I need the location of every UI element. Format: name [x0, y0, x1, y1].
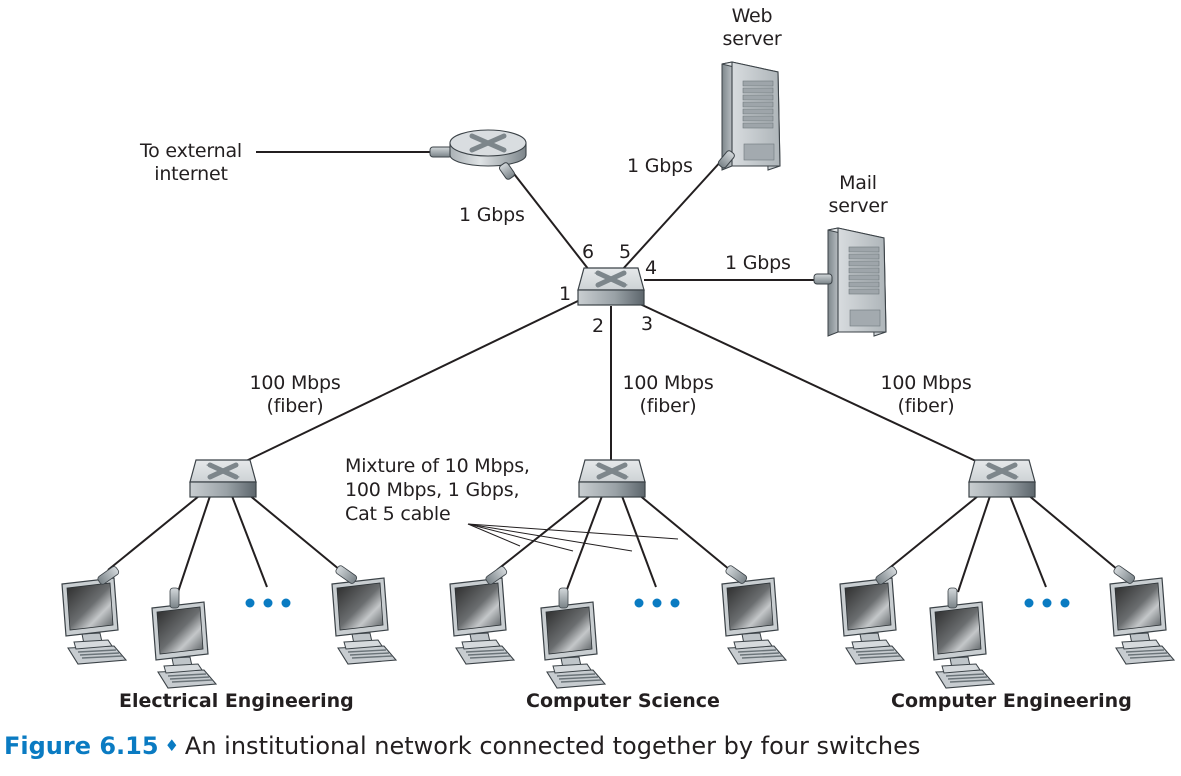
pc-icon [929, 587, 995, 689]
switch-icon-cs [579, 460, 645, 497]
pc-icon [839, 566, 905, 665]
switch-icon-ce [969, 460, 1035, 497]
uplink-speed: 100 Mbps [249, 372, 341, 394]
switch-icon-ee [190, 460, 256, 497]
uplink-speed: 100 Mbps [880, 372, 972, 394]
link-speed-router: 1 Gbps [459, 204, 525, 226]
link-host [957, 495, 991, 593]
links [107, 151, 1119, 593]
port-label-6: 6 [582, 241, 595, 263]
uplink-medium: (fiber) [266, 395, 324, 417]
uplink-speed: 100 Mbps [622, 372, 714, 394]
mail-server-icon [813, 227, 887, 337]
uplink-label-cs: 100 Mbps (fiber) [613, 372, 723, 418]
link-host [621, 495, 657, 588]
pc-icon [331, 565, 397, 665]
cable-note-line: Cat 5 cable [345, 503, 451, 525]
uplink-label-ee: 100 Mbps (fiber) [240, 372, 350, 418]
port-label-5: 5 [619, 241, 632, 263]
pc-icon [151, 587, 217, 689]
department-label-ce: Computer Engineering [891, 690, 1132, 712]
pc-icon [449, 566, 515, 665]
link-host [496, 495, 591, 571]
figure-caption-text: An institutional network connected toget… [184, 732, 921, 760]
mail-server-label: Mail server [828, 172, 888, 217]
leader-line [467, 523, 679, 540]
link-host [231, 495, 268, 588]
link-speed-mail-server: 1 Gbps [725, 252, 791, 274]
department-label-ee: Electrical Engineering [119, 690, 354, 712]
link-host [886, 495, 979, 571]
external-internet-label: To external internet [139, 140, 243, 185]
cable-note-line: Mixture of 10 Mbps, [345, 455, 530, 477]
link-host [177, 495, 211, 593]
link-web-server [621, 158, 724, 271]
pc-icon [540, 587, 606, 689]
link-uplink-ce [639, 303, 979, 463]
department-label-cs: Computer Science [526, 690, 720, 712]
leader-line [467, 523, 633, 552]
figure-caption: Figure 6.15 ♦ An institutional network con… [4, 731, 920, 761]
ellipsis-icon-ee [245, 598, 291, 608]
uplink-label-ce: 100 Mbps (fiber) [871, 372, 981, 418]
cable-note: Mixture of 10 Mbps, 100 Mbps, 1 Gbps, Ca… [345, 454, 530, 526]
pc-icon [1109, 565, 1175, 665]
cable-note-leaders [467, 523, 679, 552]
link-host [637, 493, 731, 571]
port-label-2: 2 [592, 315, 605, 337]
link-host [565, 495, 603, 593]
link-host [107, 495, 200, 571]
link-router-switch [510, 169, 590, 271]
web-server-label: Web server [722, 5, 782, 50]
uplink-medium: (fiber) [897, 395, 955, 417]
port-label-4: 4 [645, 257, 658, 279]
router-icon [429, 129, 527, 180]
link-speed-web-server: 1 Gbps [627, 155, 693, 177]
link-host [1009, 495, 1047, 588]
pc-icon [721, 565, 787, 665]
figure-number: Figure 6.15 [4, 732, 159, 760]
port-label-1: 1 [559, 283, 572, 305]
leader-line [467, 523, 521, 547]
uplink-medium: (fiber) [639, 395, 697, 417]
link-host [1026, 493, 1119, 571]
ellipsis-icon-cs [634, 598, 680, 608]
diamond-icon: ♦ [164, 736, 179, 755]
pc-icon [61, 566, 127, 665]
ellipsis-icon-ce [1024, 598, 1070, 608]
leader-line [467, 523, 574, 552]
cable-note-line: 100 Mbps, 1 Gbps, [345, 479, 520, 501]
link-host [247, 493, 341, 571]
link-uplink-ee [243, 299, 581, 463]
web-server-icon [717, 61, 781, 171]
port-label-3: 3 [641, 313, 654, 335]
core-switch-icon [578, 268, 644, 305]
